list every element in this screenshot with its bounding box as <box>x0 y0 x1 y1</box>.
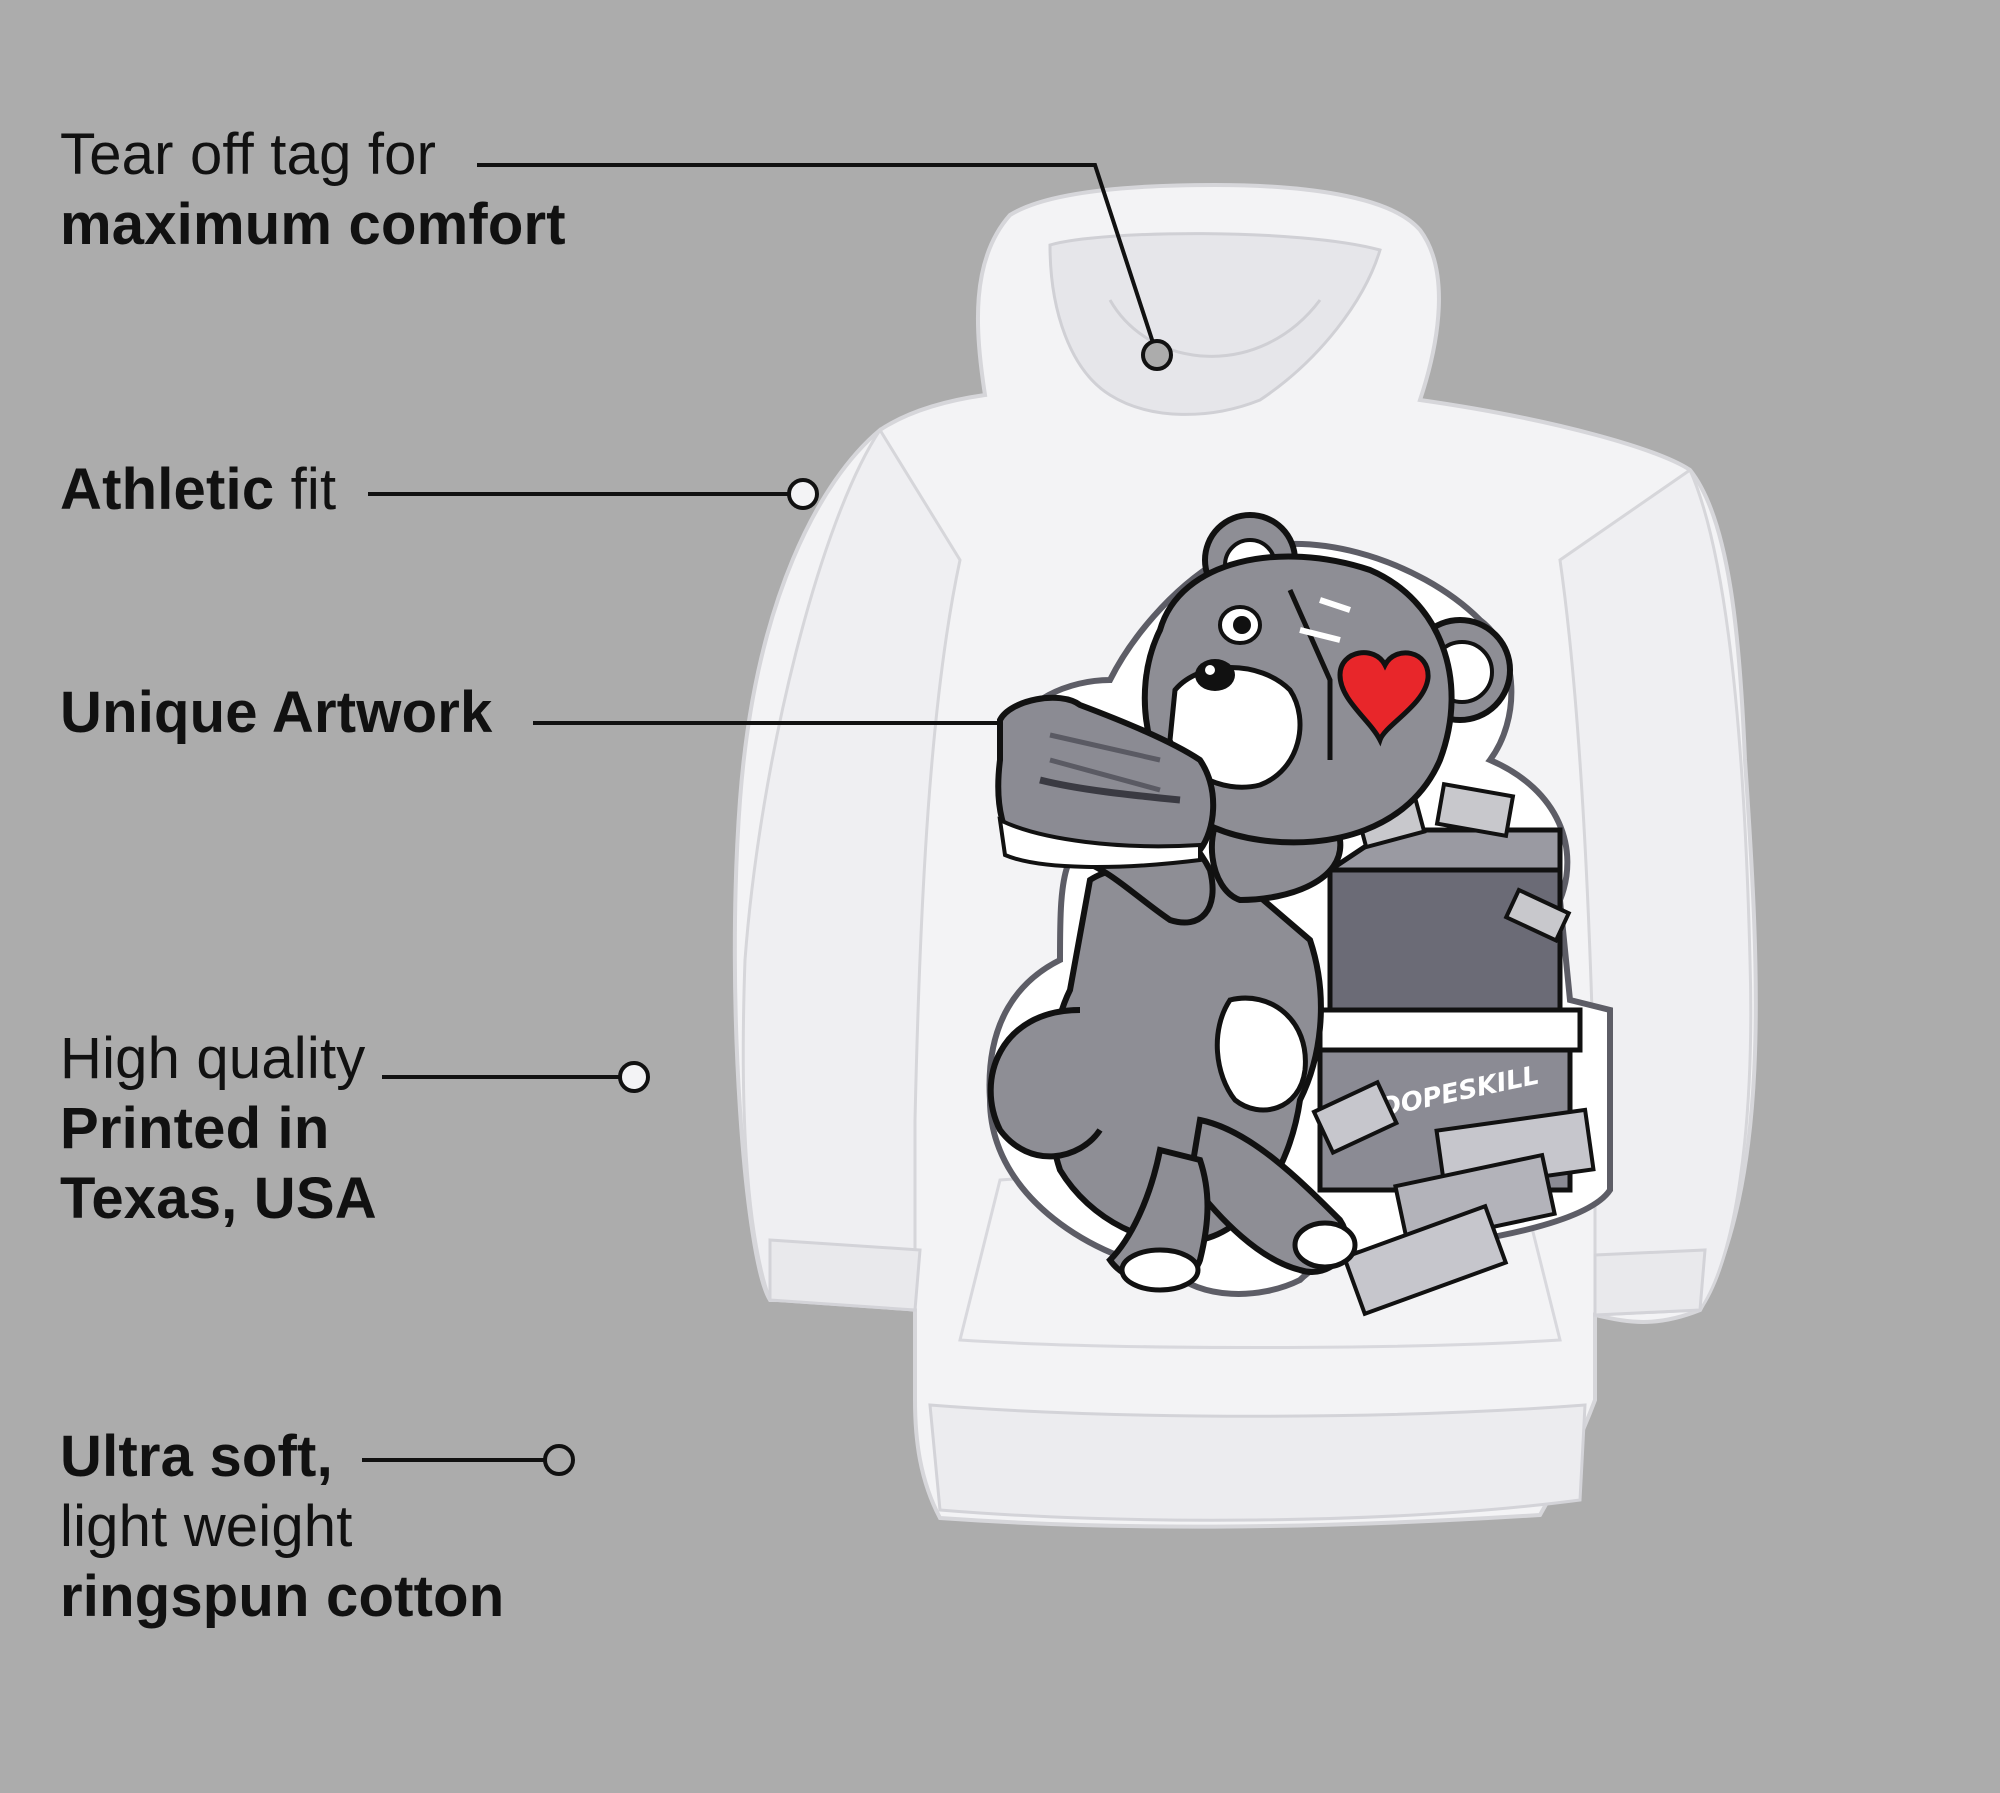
callout-print-line2: Printed in <box>60 1096 330 1161</box>
callout-unique-artwork: Unique Artwork <box>60 678 492 748</box>
heart-icon <box>1337 650 1431 747</box>
callout-tag-line1: Tear off tag for <box>60 122 437 187</box>
callout-fabric: Ultra soft, light weight ringspun cotton <box>60 1422 504 1632</box>
pointer-dot-icon <box>1141 339 1173 371</box>
callout-fit-normal: fit <box>274 457 337 522</box>
bear-artwork: DOPESKILL <box>986 512 1613 1317</box>
callout-fabric-line1: Ultra soft, <box>60 1424 333 1489</box>
shoe-icon <box>995 694 1217 869</box>
callout-print-line1: High quality <box>60 1026 366 1091</box>
callout-athletic-fit: Athletic fit <box>60 455 336 525</box>
bear-head <box>1141 512 1513 846</box>
callout-print-line3: Texas, USA <box>60 1166 377 1231</box>
callout-tear-off-tag: Tear off tag for maximum comfort <box>60 120 566 260</box>
callout-fit-bold: Athletic <box>60 457 275 522</box>
callout-fabric-line3: ringspun cotton <box>60 1564 505 1629</box>
callout-artwork-label: Unique Artwork <box>60 680 493 745</box>
cash-bundles <box>1311 1079 1596 1317</box>
callout-print-quality: High quality Printed in Texas, USA <box>60 1024 377 1234</box>
callout-tag-line2: maximum comfort <box>60 192 566 257</box>
leader-lines <box>362 163 1173 1476</box>
callout-fabric-line2: light weight <box>60 1494 353 1559</box>
